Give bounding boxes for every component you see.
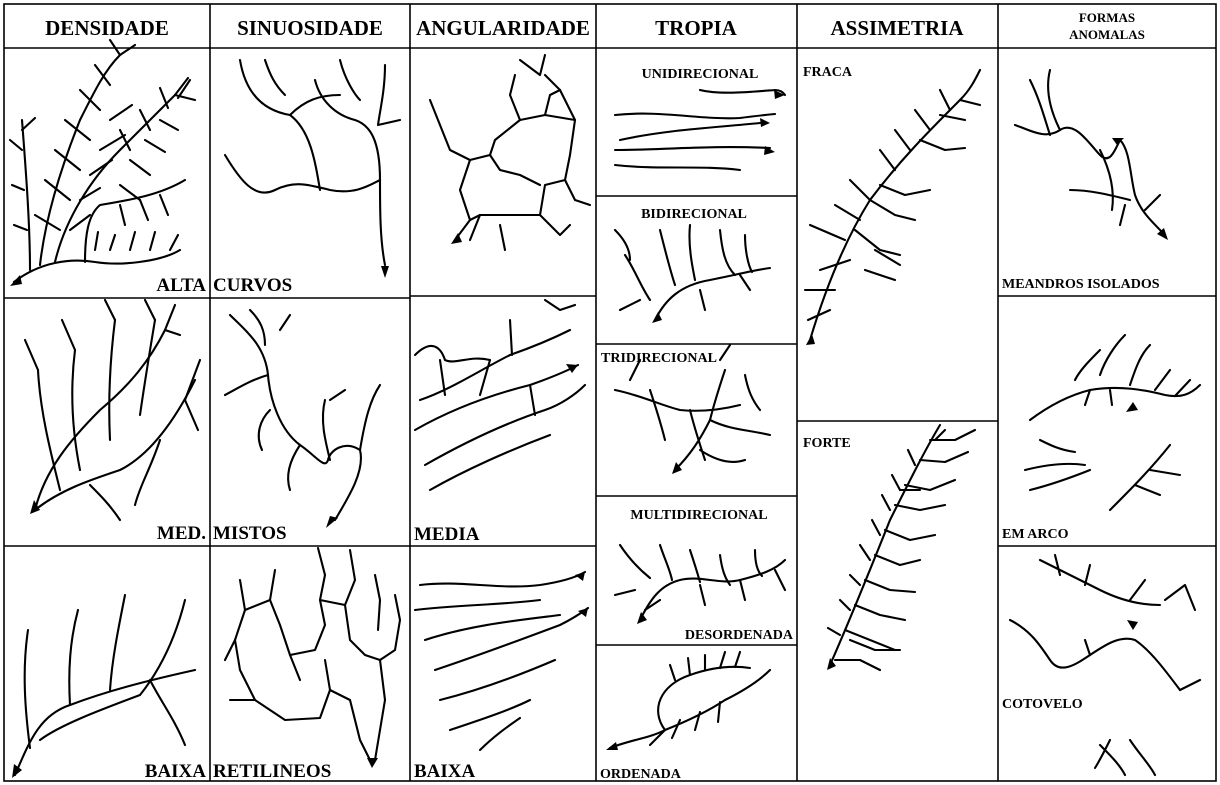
label-formas-meandros-isolados: MEANDROS ISOLADOS [1002, 277, 1160, 292]
label-densidade-alta: ALTA [156, 275, 206, 296]
drainage-low-angularity-sketch [415, 572, 588, 750]
label-angularidade-baixa: BAIXA [414, 761, 476, 782]
drainage-isolated-meanders-sketch [1015, 70, 1168, 240]
drainage-curved-sketch [225, 60, 400, 278]
drainage-multidirectional-sketch [615, 545, 785, 624]
drainage-strong-asymmetry-sketch [827, 425, 975, 670]
label-densidade-media: MED. [157, 523, 206, 544]
label-tropia-multidirecional: MULTIDIRECIONAL [630, 508, 767, 523]
drainage-bidirectional-sketch [615, 225, 770, 323]
table-grid [4, 4, 1216, 781]
header-formas-anomalas-line2: ANOMALAS [1069, 27, 1145, 42]
label-tropia-ordenada: ORDENADA [600, 767, 682, 782]
drainage-arc-sketch [1025, 335, 1200, 510]
label-tropia-tridirecional: TRIDIRECIONAL [601, 351, 717, 366]
drainage-density-high-sketch [10, 40, 195, 286]
label-sinuosidade-curvos: CURVOS [213, 275, 292, 296]
drainage-medium-angularity-sketch [415, 300, 585, 490]
header-assimetria: ASSIMETRIA [830, 16, 964, 40]
drainage-density-medium-sketch [25, 300, 200, 520]
drainage-ordered-sketch [606, 652, 770, 750]
drainage-density-low-sketch [12, 595, 195, 778]
header-sinuosidade: SINUOSIDADE [237, 16, 383, 40]
header-densidade: DENSIDADE [45, 16, 169, 40]
drainage-straight-sketch [225, 548, 400, 768]
header-formas-anomalas-line1: FORMAS [1079, 10, 1135, 25]
drainage-elbow-sketch [1010, 555, 1200, 775]
label-tropia-desordenada: DESORDENADA [685, 628, 794, 643]
label-tropia-unidirecional: UNIDIRECIONAL [642, 67, 759, 82]
label-sinuosidade-mistos: MISTOS [213, 523, 287, 544]
drainage-mixed-sketch [225, 310, 380, 528]
label-formas-em-arco: EM ARCO [1002, 527, 1069, 542]
drainage-high-angularity-sketch [430, 55, 590, 250]
header-angularidade: ANGULARIDADE [416, 16, 590, 40]
label-assimetria-forte: FORTE [803, 436, 851, 451]
label-sinuosidade-retilineos: RETILINEOS [213, 761, 331, 782]
label-formas-cotovelo: COTOVELO [1002, 697, 1083, 712]
header-tropia: TROPIA [655, 16, 738, 40]
label-assimetria-fraca: FRACA [803, 65, 853, 80]
label-angularidade-media: MEDIA [414, 524, 480, 545]
drainage-weak-asymmetry-sketch [805, 70, 980, 345]
drainage-unidirectional-sketch [615, 90, 785, 170]
label-tropia-bidirecional: BIDIRECIONAL [641, 207, 747, 222]
label-densidade-baixa: BAIXA [145, 761, 207, 782]
